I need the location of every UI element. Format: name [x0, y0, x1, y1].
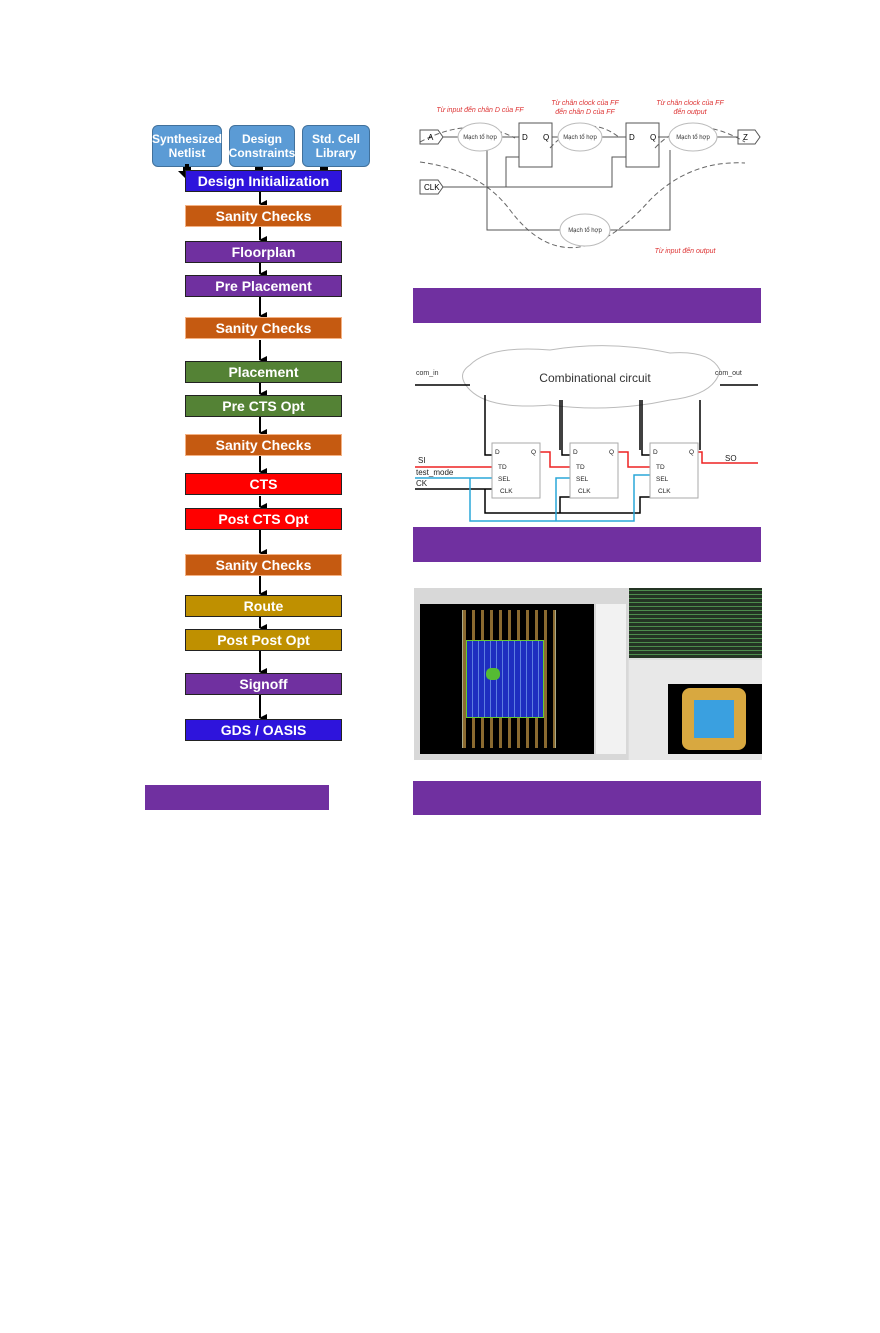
pin-d: D — [653, 449, 658, 456]
pin-q: Q — [650, 133, 656, 142]
label-clk-to-out-2: đến output — [673, 108, 707, 116]
step-signoff: Signoff — [185, 673, 342, 695]
input-design-constraints: Design Constraints — [229, 125, 295, 167]
label-clk-to-out-1: Từ chân clock của FF — [656, 99, 724, 107]
pin-sel: SEL — [498, 476, 511, 483]
step-post-cts-opt: Post CTS Opt — [185, 508, 342, 530]
pin-d: D — [522, 133, 528, 142]
cloud-label: Mạch tổ hợp — [563, 134, 597, 141]
com-in-label: com_in — [416, 370, 439, 377]
so-label: SO — [725, 454, 737, 463]
pin-sel: SEL — [656, 476, 669, 483]
timing-path-diagram: Từ input đến chân D của FF Từ chân clock… — [419, 99, 761, 255]
caption-bar — [413, 781, 761, 815]
cloud-label: Combinational circuit — [539, 371, 651, 385]
port-a: A — [428, 133, 434, 142]
step-sanity-checks: Sanity Checks — [185, 317, 342, 339]
test-mode-label: test_mode — [416, 468, 454, 477]
input-synthesized-netlist: Synthesized Netlist — [152, 125, 222, 167]
step-post-post-opt: Post Post Opt — [185, 629, 342, 651]
input-std-cell-library: Std. Cell Library — [302, 125, 370, 167]
caption-bar — [145, 785, 329, 810]
step-placement: Placement — [185, 361, 342, 383]
cloud-label: Mạch tổ hợp — [676, 134, 710, 141]
pin-clk: CLK — [578, 488, 591, 495]
pin-clk: CLK — [500, 488, 513, 495]
label-input-to-d: Từ input đến chân D của FF — [436, 106, 524, 114]
step-pre-cts-opt: Pre CTS Opt — [185, 395, 342, 417]
step-design-initialization: Design Initialization — [185, 170, 342, 192]
ck-label: CK — [416, 479, 428, 488]
step-sanity-checks: Sanity Checks — [185, 554, 342, 576]
pin-q: Q — [543, 133, 549, 142]
port-clk: CLK — [424, 183, 440, 192]
caption-bar — [413, 288, 761, 323]
step-route: Route — [185, 595, 342, 617]
step-pre-placement: Pre Placement — [185, 275, 342, 297]
label-clk-to-d-1: Từ chân clock của FF — [551, 99, 619, 107]
pin-d: D — [573, 449, 578, 456]
cloud-label: Mạch tổ hợp — [568, 227, 602, 234]
pin-q: Q — [689, 449, 694, 456]
port-z: Z — [743, 133, 748, 142]
pin-d: D — [495, 449, 500, 456]
eda-tool-screenshot — [414, 588, 762, 760]
step-floorplan: Floorplan — [185, 241, 342, 263]
caption-bar — [413, 527, 761, 562]
pin-td: TD — [656, 464, 665, 471]
com-out-label: com_out — [715, 370, 742, 377]
pin-sel: SEL — [576, 476, 589, 483]
step-sanity-checks: Sanity Checks — [185, 205, 342, 227]
pin-td: TD — [576, 464, 585, 471]
step-sanity-checks: Sanity Checks — [185, 434, 342, 456]
pin-q: Q — [609, 449, 614, 456]
label-input-to-output: Từ input đến output — [655, 247, 717, 255]
si-label: SI — [418, 456, 426, 465]
pin-clk: CLK — [658, 488, 671, 495]
step-cts: CTS — [185, 473, 342, 495]
step-gds-oasis: GDS / OASIS — [185, 719, 342, 741]
pin-d: D — [629, 133, 635, 142]
pin-q: Q — [531, 449, 536, 456]
pin-td: TD — [498, 464, 507, 471]
cloud-label: Mạch tổ hợp — [463, 134, 497, 141]
label-clk-to-d-2: đến chân D của FF — [555, 108, 615, 116]
